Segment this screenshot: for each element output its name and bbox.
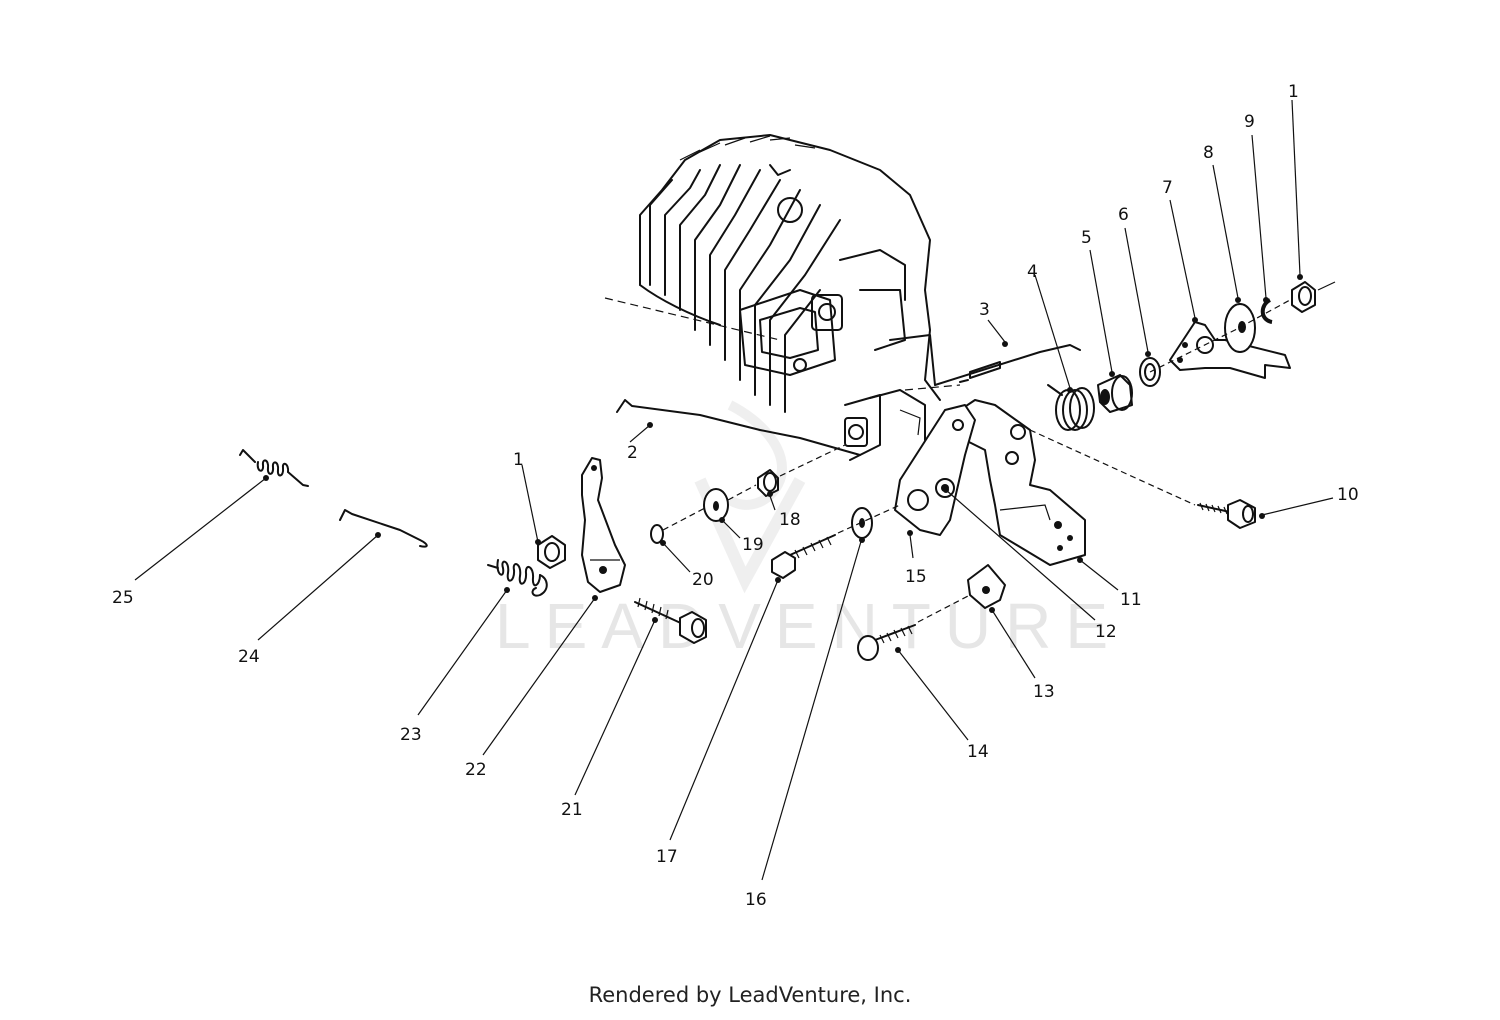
part-1-nut-right: [1291, 281, 1336, 313]
part-16-washer: [851, 507, 873, 539]
callout-23: 23: [400, 725, 422, 745]
callout-24: 24: [238, 647, 260, 667]
callout-20: 20: [692, 570, 714, 590]
leader-lines: [134, 99, 1334, 881]
callout-19: 19: [742, 535, 764, 555]
callout-labels: 1 9 8 7 6 5 4 3 10 11 12 13 14 15 16 17 …: [112, 82, 1359, 910]
part-2-link: [616, 399, 861, 456]
part-17-bolt: [771, 504, 901, 579]
part-14-bolt: [857, 594, 971, 661]
callout-18: 18: [779, 510, 801, 530]
part-11-bracket: [959, 399, 1086, 566]
callout-10: 10: [1337, 485, 1359, 505]
part-24-link: [339, 509, 428, 548]
part-7-lever: [1169, 321, 1291, 379]
part-25-spring: [239, 449, 309, 487]
callout-9: 9: [1244, 112, 1255, 132]
callout-4: 4: [1027, 262, 1038, 282]
callout-1-right: 1: [1288, 82, 1299, 102]
part-13-clamp: [967, 564, 1006, 609]
callout-11: 11: [1120, 590, 1142, 610]
part-18-bushing: [757, 444, 846, 497]
part-8-washer: [1224, 303, 1256, 353]
part-22-governor-arm: [581, 457, 626, 593]
callout-16: 16: [745, 890, 767, 910]
leader-dots: [263, 274, 1303, 653]
callout-6: 6: [1118, 205, 1129, 225]
callout-3: 3: [979, 300, 990, 320]
engine-block: [604, 134, 961, 461]
rendered-by-footer: Rendered by LeadVenture, Inc.: [589, 983, 912, 1007]
callout-22: 22: [465, 760, 487, 780]
callout-2: 2: [627, 443, 638, 463]
callout-17: 17: [656, 847, 678, 867]
callout-7: 7: [1162, 178, 1173, 198]
part-20-washer: [650, 507, 706, 544]
callout-21: 21: [561, 800, 583, 820]
callout-1-left: 1: [513, 450, 524, 470]
callout-13: 13: [1033, 682, 1055, 702]
callout-8: 8: [1203, 143, 1214, 163]
part-1-nut-left: [537, 535, 566, 569]
part-15-arm-bracket: [894, 404, 976, 536]
part-19-washer: [703, 484, 757, 522]
callout-5: 5: [1081, 228, 1092, 248]
callout-15: 15: [905, 567, 927, 587]
part-6-ring: [1139, 357, 1161, 387]
part-10-bolt: [1029, 429, 1256, 529]
part-21-bolt: [634, 597, 707, 644]
callout-25: 25: [112, 588, 134, 608]
callout-12: 12: [1095, 622, 1117, 642]
watermark-text: LEADVENTURE: [495, 590, 1122, 662]
part-3-rod: [934, 344, 1081, 386]
part-5-bushing: [1097, 374, 1133, 413]
callout-14: 14: [967, 742, 989, 762]
part-23-spring: [487, 559, 548, 597]
